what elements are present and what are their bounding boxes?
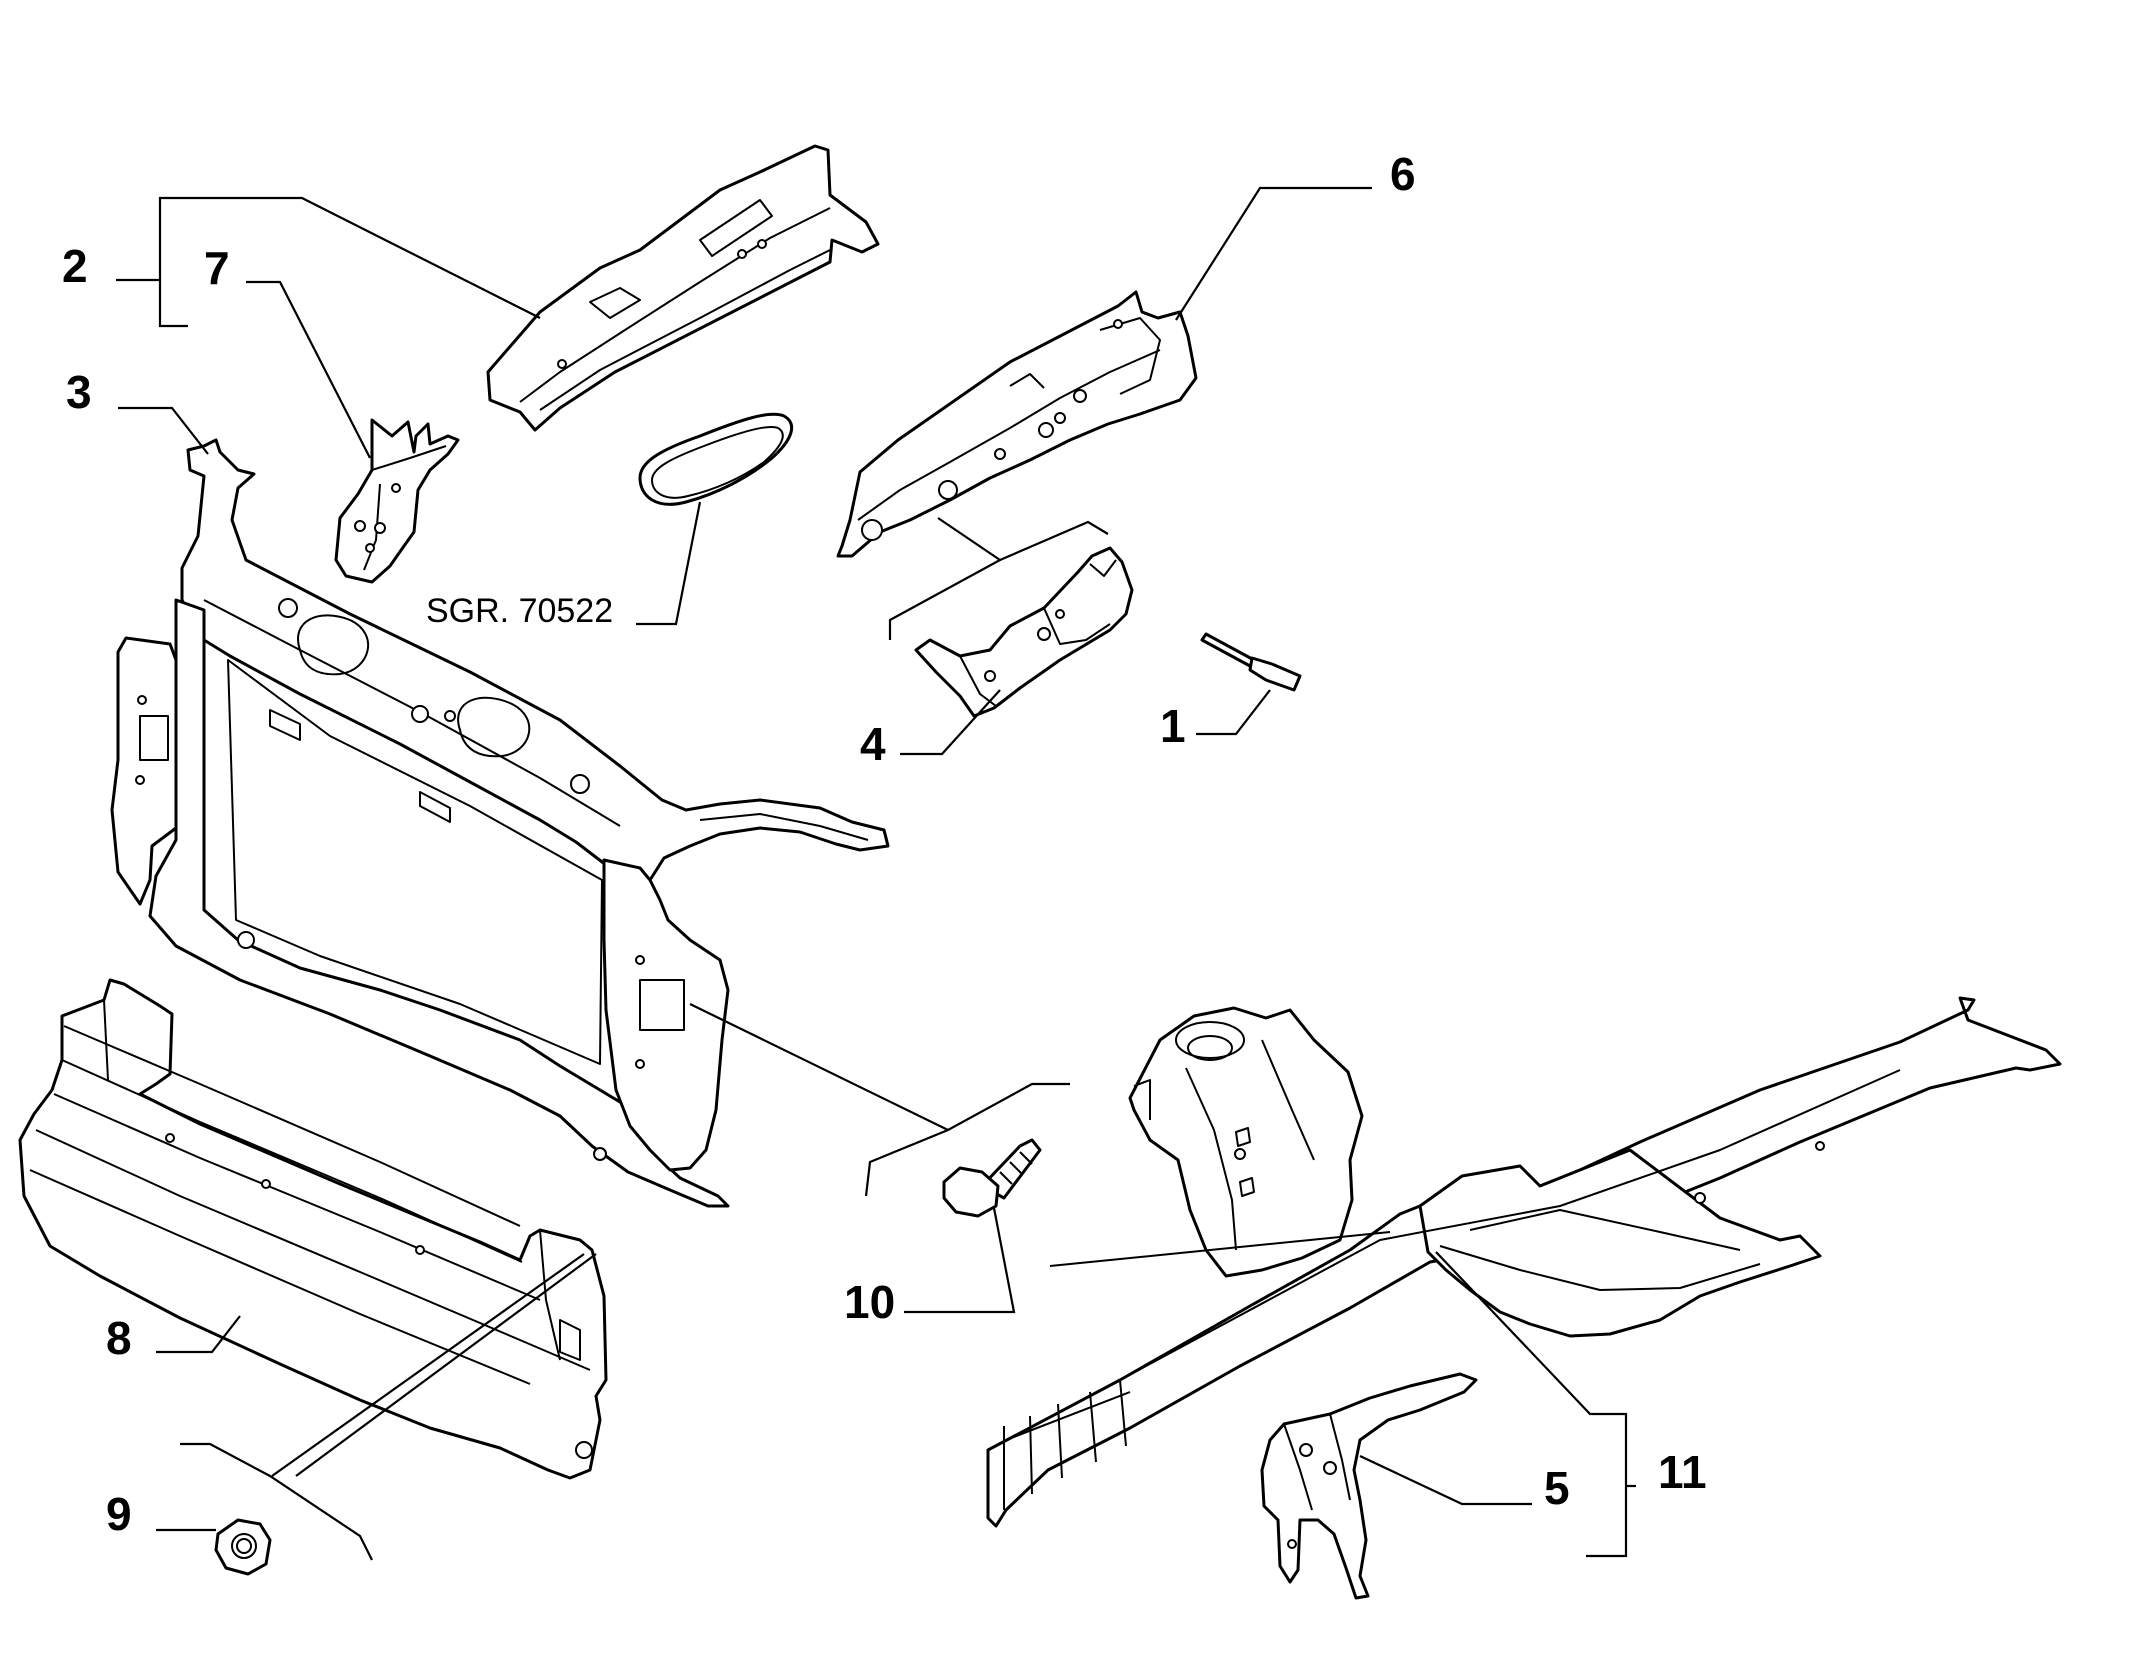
callout-2: 2 (62, 240, 88, 292)
callout-10: 10 (844, 1276, 895, 1328)
part-1-rivet (1200, 632, 1302, 692)
callout-6: 6 (1390, 148, 1416, 200)
part-9-hex-nut (214, 1518, 272, 1576)
callout-9: 9 (106, 1488, 132, 1540)
part-6-side-member (836, 290, 1198, 558)
part-4-reinforcement (914, 546, 1134, 718)
part-5-lower-bracket (1260, 1372, 1478, 1600)
callout-4: 4 (860, 718, 886, 770)
reference-sgr-label: SGR. 70522 (426, 592, 613, 630)
part-7-bracket (334, 418, 460, 584)
part-10-bolt (942, 1138, 1042, 1218)
callout-8: 8 (106, 1312, 132, 1364)
part-2-upper-rail (486, 144, 880, 432)
seal-ring-gasket (638, 412, 794, 506)
part-8-bumper-beam (18, 978, 608, 1480)
leader-lines (116, 186, 1636, 1561)
callout-5: 5 (1544, 1462, 1570, 1514)
callout-3: 3 (66, 366, 92, 418)
part-3-front-frame (110, 438, 890, 1208)
callout-labels: 1 2 3 4 5 6 7 8 9 10 11 SGR. 70522 (62, 148, 1707, 1540)
callout-7: 7 (204, 242, 230, 294)
part-11-floor-assembly (986, 996, 2062, 1528)
callout-11: 11 (1658, 1446, 1707, 1498)
callout-1: 1 (1160, 700, 1186, 752)
